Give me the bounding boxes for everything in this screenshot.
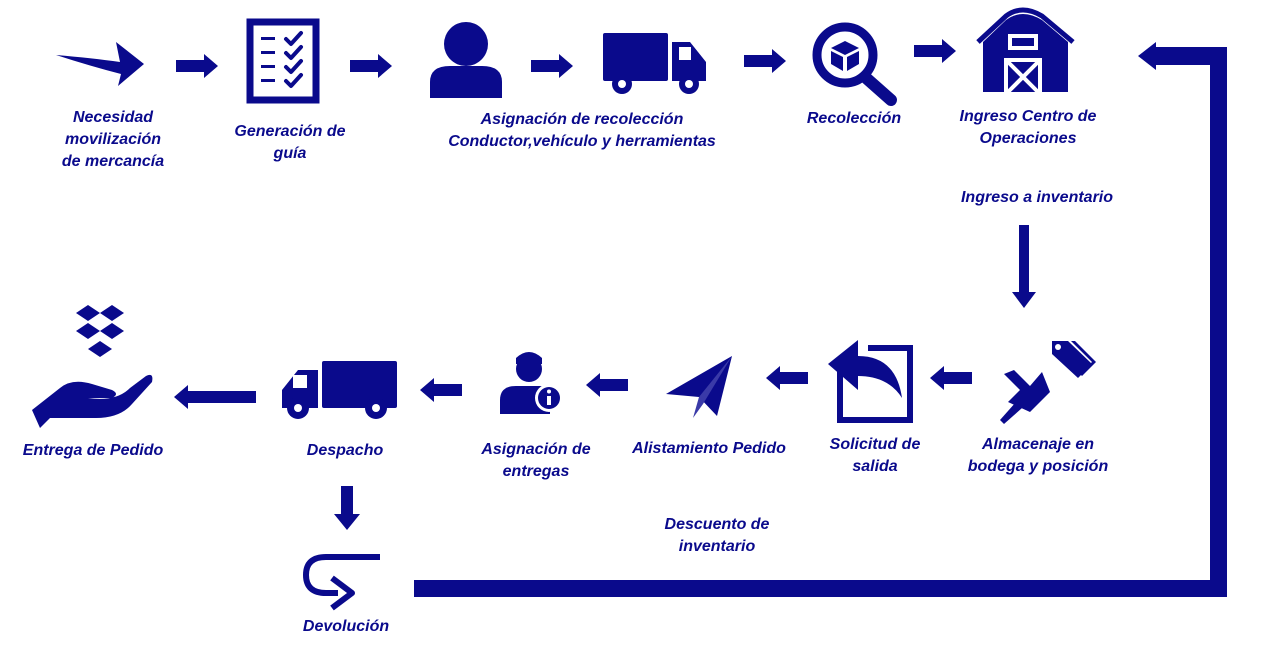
checklist-icon [246,18,320,104]
magnifier-box-icon [812,22,897,106]
flow-arrow [350,54,392,78]
flow-arrow-down [334,486,360,530]
paper-plane-icon [666,356,732,418]
flow-arrow [586,373,628,397]
flow-arrow [531,54,573,78]
hand-boxes-icon [32,305,153,428]
flow-arrow [766,366,808,390]
return-arrow-icon [302,554,380,611]
step-label-asignacion-entregas: Asignación de entregas [481,441,591,480]
flow-arrow [420,378,462,402]
flow-arrow [174,385,256,409]
person-icon [430,22,502,98]
step-label-recoleccion: Recolección [806,110,902,127]
flow-arrow-down [1012,225,1036,308]
step-label-almacenaje: Almacenaje en bodega y posición [967,436,1109,475]
step-label-ingreso-centro: Ingreso Centro de Operaciones [959,108,1097,147]
step-label-despacho: Despacho [306,442,384,459]
step-label-necesidad: Necesidad movilización de mercancía [61,109,165,170]
step-label-generacion-guia: Generación de guía [234,123,346,162]
step-label-devolucion: Devolución [302,618,390,635]
reply-document-icon [828,340,913,423]
step-label-entrega-pedido: Entrega de Pedido [22,442,164,459]
pushpin-tag-icon [1000,341,1096,424]
flow-arrow [914,39,956,63]
truck-icon [603,33,706,94]
flow-arrow [176,54,218,78]
arrow-swoosh-icon [56,42,144,86]
delivery-truck-icon [282,361,397,419]
agent-info-icon [500,352,563,414]
flow-arrow [744,49,786,73]
step-label-asignacion-recoleccion: Asignación de recolección Conductor,vehí… [448,111,716,150]
annotation-ingreso-inventario: Ingreso a inventario [960,189,1114,206]
annotation-descuento-inventario: Descuento de inventario [664,516,770,555]
step-label-solicitud-salida: Solicitud de salida [829,436,921,475]
flow-arrow [930,366,972,390]
barn-warehouse-icon [976,7,1075,94]
step-label-alistamiento: Alistamiento Pedido [632,440,786,457]
